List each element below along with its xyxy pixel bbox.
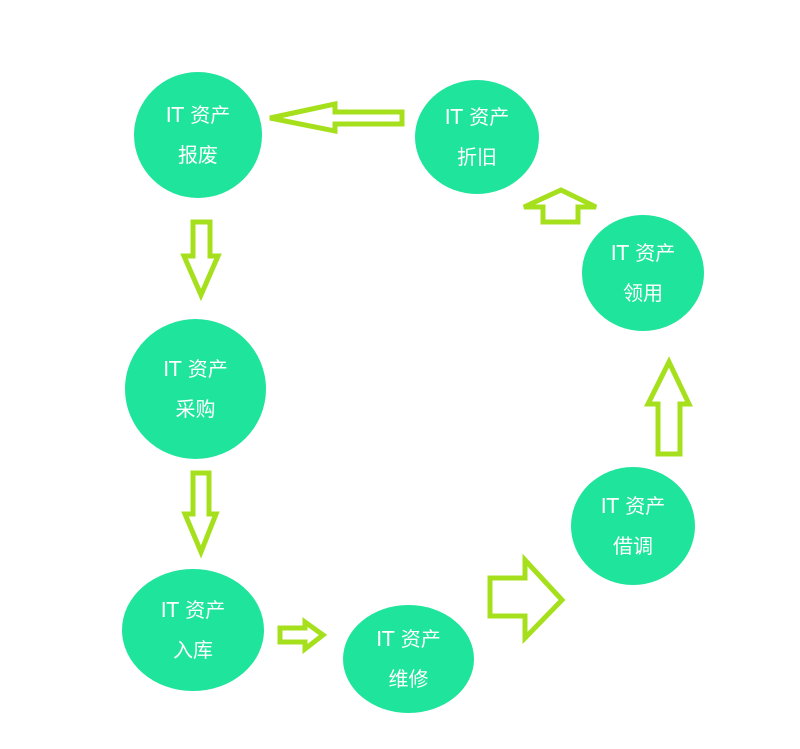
arrow-up-icon xyxy=(643,356,693,457)
node-label: 领用 xyxy=(623,281,663,305)
node-label: 折旧 xyxy=(457,145,497,169)
node-lending: IT 资产 借调 xyxy=(571,467,695,585)
arrow-right-icon xyxy=(487,553,566,645)
node-label: 维修 xyxy=(388,667,429,691)
node-title: IT 资产 xyxy=(160,598,226,622)
node-label: 采购 xyxy=(175,397,216,421)
node-title: IT 资产 xyxy=(165,103,231,127)
node-label: 入库 xyxy=(173,638,213,662)
arrow-down-icon xyxy=(181,470,220,559)
node-purchase: IT 资产 采购 xyxy=(125,319,266,459)
node-title: IT 资产 xyxy=(444,105,510,129)
node-title: IT 资产 xyxy=(600,494,666,518)
node-label: 借调 xyxy=(613,534,653,558)
node-label: 报废 xyxy=(178,143,218,167)
node-title: IT 资产 xyxy=(610,241,676,265)
node-title: IT 资产 xyxy=(376,627,441,651)
node-requisition: IT 资产 领用 xyxy=(582,215,704,331)
node-depreciation: IT 资产 折旧 xyxy=(415,80,539,194)
node-storage: IT 资产 入库 xyxy=(122,569,264,691)
arrow-left-icon xyxy=(269,100,405,135)
arrow-right-icon xyxy=(277,617,328,655)
node-maintenance: IT 资产 维修 xyxy=(343,605,474,713)
node-title: IT 资产 xyxy=(163,357,228,381)
arrow-down-icon xyxy=(180,219,222,302)
arrow-up-icon xyxy=(522,187,598,225)
node-scrap: IT 资产 报废 xyxy=(134,72,262,198)
